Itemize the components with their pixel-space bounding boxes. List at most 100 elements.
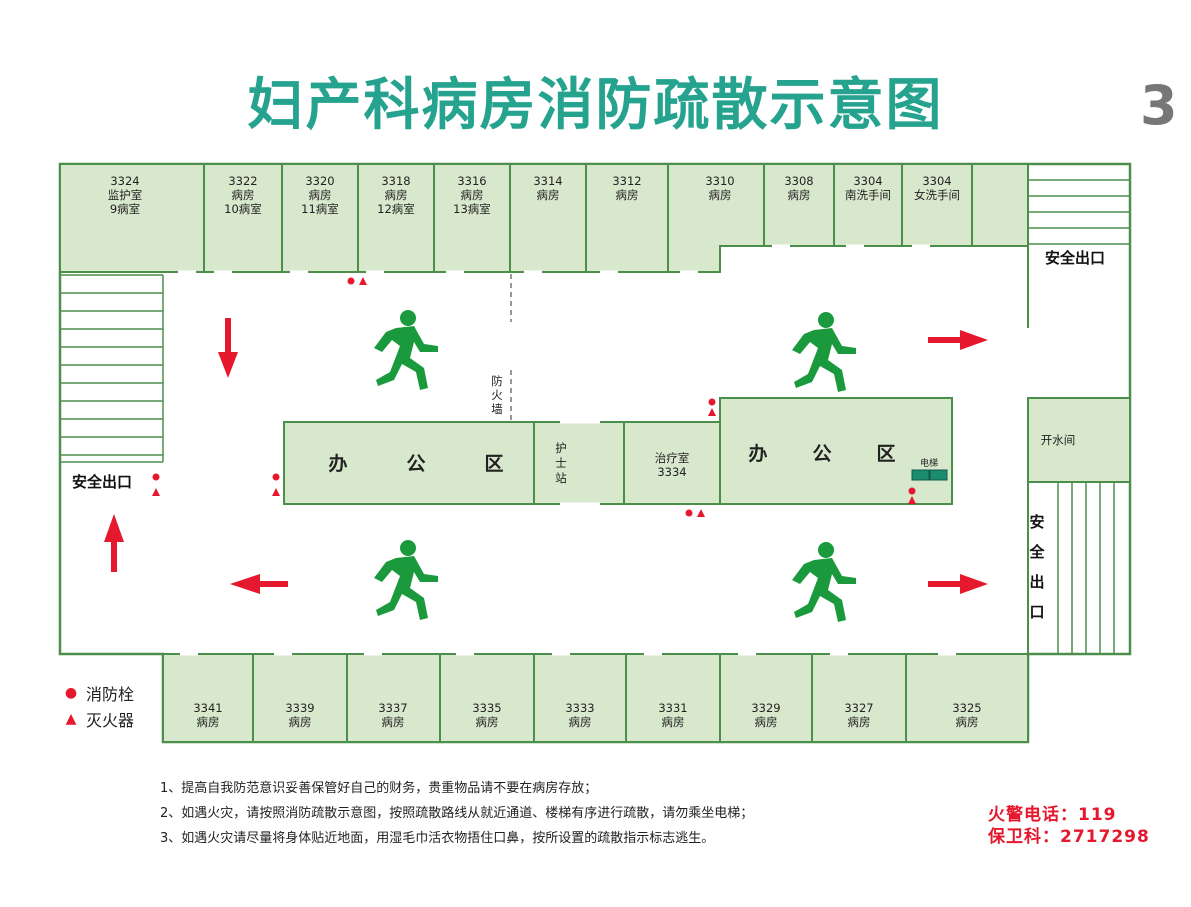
fire-phone: 火警电话：119: [988, 805, 1117, 825]
stair-left: [60, 274, 164, 463]
nurse-station-char: 护: [555, 441, 567, 455]
nurse-station-char: 士: [555, 456, 567, 470]
hydrant-icon: [347, 277, 355, 285]
room-3314: [509, 163, 587, 273]
room-num: 3331: [658, 701, 687, 715]
exit-right-char: 安: [1029, 513, 1044, 531]
hydrant-icon: [708, 398, 716, 406]
room-unlabeled: [971, 163, 1029, 247]
room-3333: [533, 653, 627, 743]
room-label: 病房: [385, 188, 408, 202]
note-3: 3、如遇火灾请尽量将身体贴近地面，用湿毛巾活衣物捂住口鼻，按所设置的疏散指示标志…: [160, 831, 715, 846]
office-left-char: 区: [484, 453, 503, 475]
room-label: 11病室: [301, 202, 339, 216]
room-label: 病房: [662, 715, 685, 729]
room-label: 南洗手间: [845, 188, 891, 202]
room-num: 3327: [844, 701, 873, 715]
arrow-up-icon: [104, 514, 124, 572]
firewall-char: 墙: [491, 402, 503, 416]
room-label: 病房: [956, 715, 979, 729]
legend-extinguisher-label: 灭火器: [86, 711, 135, 730]
treatment-room: [623, 421, 721, 505]
extinguisher-icon: [908, 496, 916, 504]
arrow-right-icon: [928, 330, 988, 350]
room-num: 3324: [110, 174, 139, 188]
room-3316: [433, 163, 511, 273]
room-label: 9病室: [110, 202, 140, 216]
room-num: 3304: [922, 174, 951, 188]
room-label: 病房: [232, 188, 255, 202]
room-num: 3335: [472, 701, 501, 715]
office-left-char: 办: [328, 452, 347, 475]
hydrant-icon: [152, 473, 160, 481]
stair-right: [1057, 482, 1115, 654]
room-label: 13病室: [453, 202, 491, 216]
room-num: 3329: [751, 701, 780, 715]
room-label: 病房: [382, 715, 405, 729]
treatment-room-num: 3334: [657, 465, 686, 479]
room-num: 3341: [193, 701, 222, 715]
room-3312: [585, 163, 669, 273]
room-3325: [905, 653, 1029, 743]
hydrant-icon: [272, 473, 280, 481]
room-label: 病房: [289, 715, 312, 729]
room-label: 病房: [537, 188, 560, 202]
room-num: 3337: [378, 701, 407, 715]
room-num: 3333: [565, 701, 594, 715]
room-num: 3322: [228, 174, 257, 188]
arrow-right-icon: [928, 574, 988, 594]
room-3304-female: [901, 163, 973, 247]
arrow-down-icon: [218, 318, 238, 378]
room-num: 3308: [784, 174, 813, 188]
room-num: 3318: [381, 174, 410, 188]
room-label: 病房: [476, 715, 499, 729]
room-3318: [357, 163, 435, 273]
office-left: [283, 421, 535, 505]
office-left-char: 公: [406, 453, 425, 475]
room-label: 病房: [709, 188, 732, 202]
room-3308: [763, 163, 835, 247]
extinguisher-icon: [359, 277, 367, 285]
firewall-char: 火: [491, 388, 503, 402]
room-num: 3316: [457, 174, 486, 188]
room-label: 病房: [461, 188, 484, 202]
office-right: [719, 397, 953, 505]
room-label: 病房: [197, 715, 220, 729]
room-label: 10病室: [224, 202, 262, 216]
page-title: 妇产科病房消防疏散示意图: [247, 73, 944, 138]
room-label: 病房: [616, 188, 639, 202]
hydrant-icon: ●: [64, 685, 78, 701]
exit-right-char: 出: [1029, 573, 1044, 591]
stair-top-right: [1027, 164, 1130, 246]
exit-right-char: 口: [1029, 603, 1044, 621]
hydrant-icon: [685, 509, 693, 517]
firewall-char: 防: [491, 374, 503, 388]
room-num: 3339: [285, 701, 314, 715]
room-num: 3304: [853, 174, 882, 188]
room-label: 病房: [788, 188, 811, 202]
room-label: 病房: [848, 715, 871, 729]
room-num: 3325: [952, 701, 981, 715]
room-3324: [59, 163, 205, 273]
legend-hydrant-label: 消防栓: [86, 685, 135, 704]
extinguisher-icon: ▲: [65, 711, 77, 727]
room-num: 3310: [705, 174, 734, 188]
room-label: 监护室: [108, 188, 143, 202]
room-3341: [162, 653, 254, 743]
boiler-room-label: 开水间: [1041, 433, 1076, 447]
extinguisher-icon: [697, 509, 705, 517]
office-right-char: 公: [812, 443, 831, 465]
office-right-char: 区: [876, 443, 895, 465]
note-1: 1、提高自我防范意识妥善保管好自己的财务，贵重物品请不要在病房存放；: [160, 781, 598, 796]
hydrant-icon: [908, 487, 916, 495]
elevator-label: 电梯: [920, 457, 938, 469]
room-3337: [346, 653, 441, 743]
room-label: 病房: [569, 715, 592, 729]
room-label: 12病室: [377, 202, 415, 216]
extinguisher-icon: [708, 408, 716, 416]
floor-number: 3: [1140, 74, 1178, 137]
boiler-room: [1027, 397, 1131, 483]
office-right-char: 办: [748, 442, 767, 465]
room-3331: [625, 653, 721, 743]
extinguisher-icon: [152, 488, 160, 496]
